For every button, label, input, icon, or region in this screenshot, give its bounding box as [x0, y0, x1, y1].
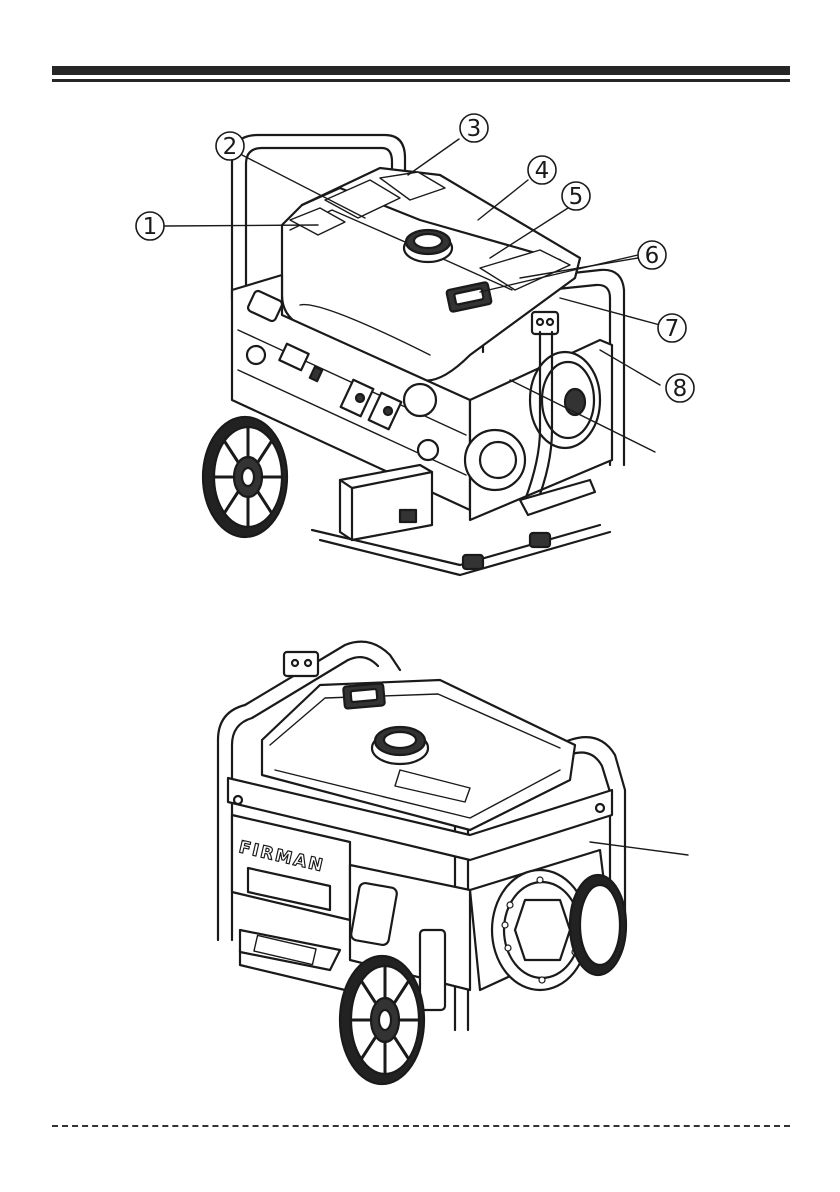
generator-front-figure: 1 2 3 4 5 6 7 8: [0, 100, 840, 590]
generator-rear-figure: FIRMAN: [0, 630, 840, 1100]
front-wheel: [203, 417, 287, 537]
callout-6: 6: [645, 243, 660, 269]
callout-7: 7: [665, 316, 680, 342]
front-wheel-bottom: [340, 956, 424, 1084]
battery: [340, 465, 432, 540]
callout-8: 8: [673, 376, 688, 402]
footer-dashed-rule: [52, 1125, 790, 1127]
callout-5: 5: [569, 184, 584, 210]
handle-bracket-bottom: [284, 652, 318, 676]
leader-line-bottom: [590, 842, 688, 855]
header-rule-thick: [52, 66, 790, 75]
fuel-cap: [404, 230, 452, 262]
rear-wheel: [570, 875, 626, 975]
callout-4: 4: [535, 158, 550, 184]
callout-2: 2: [223, 134, 238, 160]
callout-1: 1: [143, 214, 158, 240]
fuel-cap-bottom: [372, 727, 428, 764]
header-rule-thin: [52, 79, 790, 82]
callout-3: 3: [467, 116, 482, 142]
